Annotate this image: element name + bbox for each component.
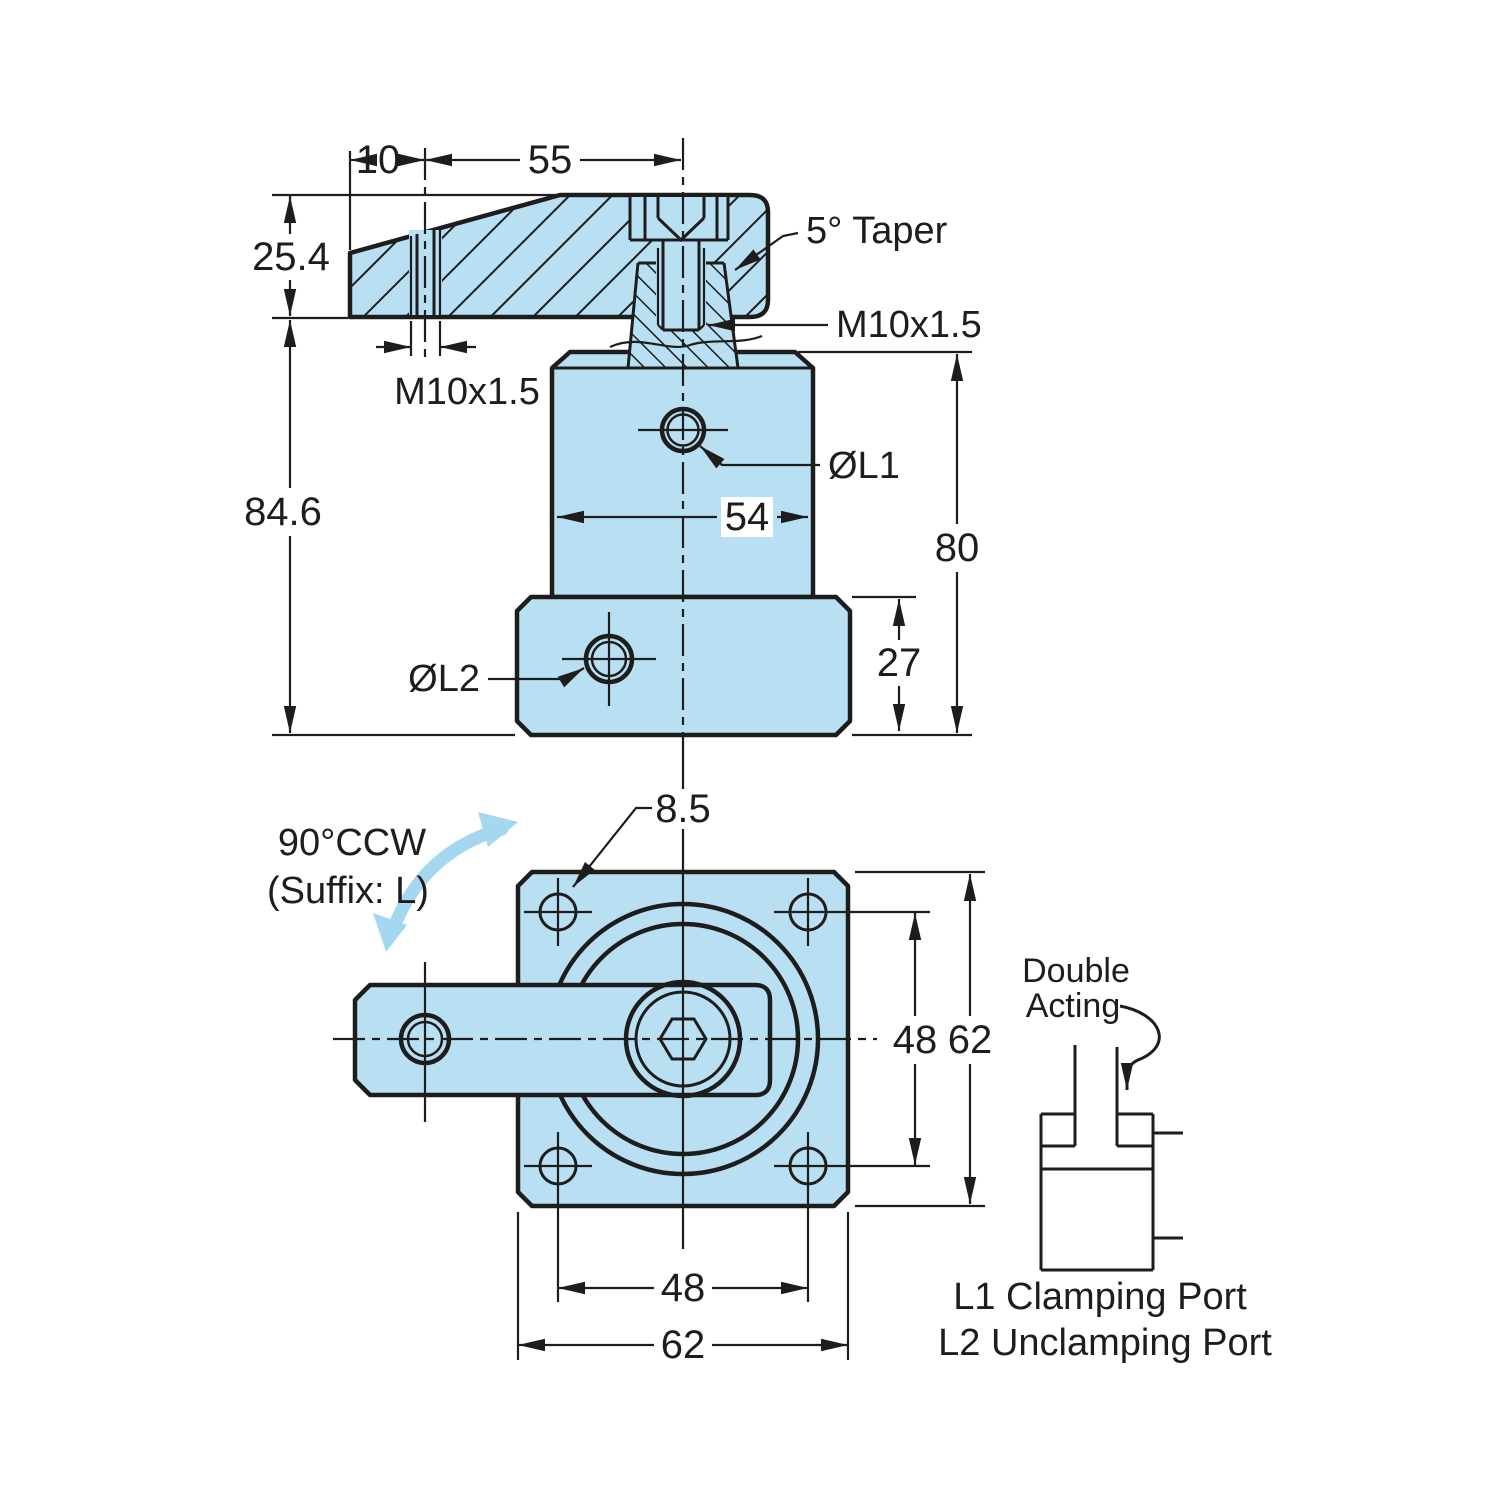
- symbol-title-1: Double: [1022, 952, 1130, 990]
- dim-text-27: 27: [877, 641, 922, 685]
- hydraulic-symbol: Double Acting L1 Clamping Port L2 Unclam…: [938, 952, 1272, 1364]
- symbol-title-2: Acting: [1026, 987, 1121, 1025]
- caption-l2: L2 Unclamping Port: [938, 1322, 1272, 1364]
- port-hole-l2: [562, 612, 656, 706]
- rotation-annotation: 90°CCW (Suffix: L): [267, 812, 518, 952]
- acting-pointer: [1119, 1004, 1161, 1090]
- dim-text-84-6: 84.6: [244, 490, 322, 534]
- dim-text-80: 80: [935, 526, 980, 570]
- dim-text-54: 54: [725, 495, 770, 539]
- dim-text-48h: 48: [661, 1266, 706, 1310]
- dim-total-height: 84.6: [238, 320, 328, 733]
- taper-leader: 5° Taper: [734, 210, 948, 271]
- side-view: 10 55 25.4 84.6 M10x1.5: [238, 138, 982, 738]
- l2-label: ØL2: [408, 658, 480, 700]
- dim-flange-v: 62: [947, 874, 993, 1204]
- extension-lines-side: [272, 151, 972, 737]
- dim-text-62h: 62: [661, 1323, 706, 1367]
- dim-text-48v: 48: [893, 1018, 938, 1062]
- dim-arm-thickness: 25.4: [250, 196, 332, 316]
- dim-arm-thread: M10x1.5: [376, 340, 540, 413]
- rotation-label-2: (Suffix: L): [267, 870, 429, 912]
- caption-l1: L1 Clamping Port: [953, 1276, 1247, 1318]
- l1-label: ØL1: [828, 445, 900, 487]
- dim-body-height: 80: [934, 354, 980, 733]
- break-line: [609, 334, 763, 349]
- mounting-hole: [774, 878, 843, 946]
- rod-thread-label: M10x1.5: [836, 304, 982, 346]
- hole-85-label: 8.5: [655, 787, 711, 831]
- dim-arm-offset: 10: [350, 138, 425, 182]
- dim-text-10: 10: [356, 138, 401, 182]
- dim-flange-h: 62: [518, 1323, 848, 1367]
- dim-text-55: 55: [528, 138, 573, 182]
- mounting-hole: [524, 1132, 592, 1206]
- dim-text-62v: 62: [948, 1018, 993, 1062]
- mounting-hole: [774, 1132, 843, 1206]
- dim-flange-height: 27: [876, 599, 922, 731]
- dim-arm-length: 55: [425, 138, 681, 182]
- rotation-label-1: 90°CCW: [278, 822, 426, 864]
- socket-head-screw: [628, 195, 730, 332]
- dim-hole-spacing-h: 48: [558, 1266, 808, 1310]
- l2-leader: ØL2: [408, 658, 585, 700]
- arm-thread-label: M10x1.5: [394, 371, 540, 413]
- dim-text-25-4: 25.4: [252, 235, 330, 279]
- rotation-arrow: [384, 822, 509, 942]
- dim-hole-spacing-v: 48: [892, 913, 938, 1165]
- cylinder-symbol: [1039, 1045, 1183, 1272]
- l1-leader: ØL1: [699, 445, 900, 487]
- rod-thread-leader: M10x1.5: [708, 304, 982, 346]
- mounting-hole: [524, 878, 592, 946]
- mounting-holes: [524, 878, 843, 1206]
- taper-label: 5° Taper: [806, 210, 948, 252]
- dim-body-width: 54: [557, 495, 808, 539]
- hole-85-leader: 8.5: [572, 787, 714, 888]
- bottom-view: 8.5 90°CCW (Suffix: L) 48: [267, 737, 993, 1367]
- extension-lines-bottom: [516, 870, 985, 1360]
